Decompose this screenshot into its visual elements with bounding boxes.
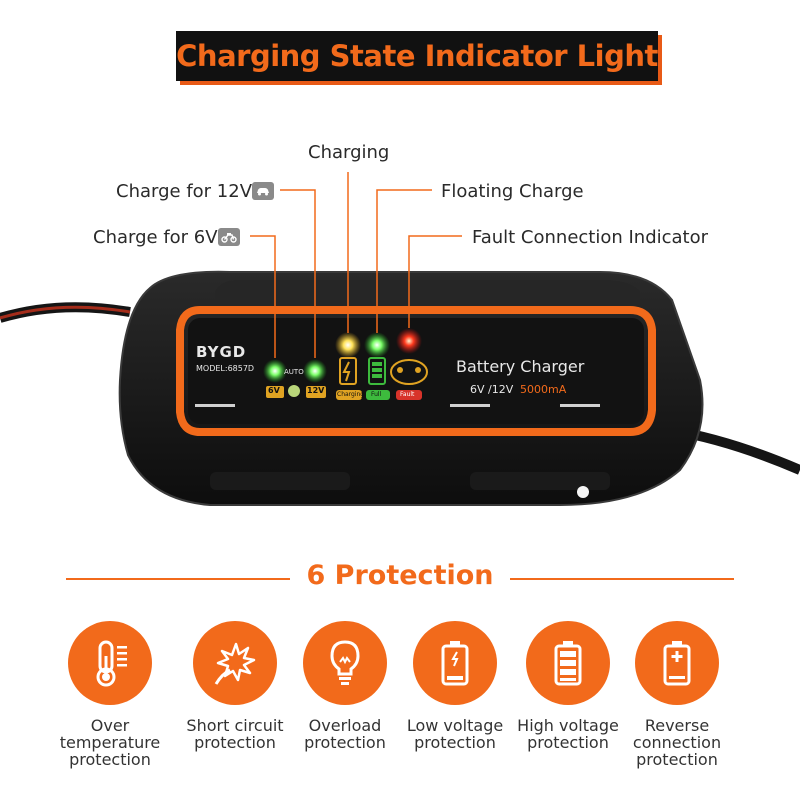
title-banner: Charging State Indicator Light	[176, 31, 658, 81]
voltage-rating: 6V /12V	[470, 383, 514, 396]
callout-charge-12v: Charge for 12V	[116, 181, 253, 202]
led-6v	[263, 359, 287, 383]
lightbulb-icon	[303, 621, 387, 705]
protection-item-short-circuit: Short circuit protection	[175, 621, 295, 751]
protection-item-reverse-connection: Reverse connection protection	[617, 621, 737, 768]
led-full	[364, 332, 390, 358]
battery-low-icon	[413, 621, 497, 705]
model-number: MODEL:6857D	[196, 364, 255, 373]
charger-illustration	[0, 172, 800, 506]
protection-label: Short circuit protection	[186, 716, 284, 752]
motorcycle-icon	[218, 228, 240, 246]
auto-label: AUTO	[284, 368, 304, 376]
protection-item-high-voltage: High voltage protection	[508, 621, 628, 751]
protection-label: Reverse connection protection	[632, 716, 722, 769]
battery-full-icon	[526, 621, 610, 705]
label-charging: Charging	[337, 391, 365, 398]
protection-label: Low voltage protection	[406, 716, 504, 752]
auto-mode-icon	[288, 385, 300, 397]
divider-left	[66, 578, 290, 580]
label-12v: 12V	[307, 386, 325, 395]
label-6v: 6V	[268, 386, 280, 395]
current-rating: 5000mA	[520, 383, 567, 396]
charging-battery-icon	[339, 357, 357, 385]
mounting-hole	[577, 486, 589, 498]
led-12v	[303, 359, 327, 383]
chip-6v	[266, 386, 284, 398]
orange-frame	[176, 306, 656, 436]
callout-floating-charge: Floating Charge	[441, 181, 584, 202]
callout-charge-6v: Charge for 6V	[93, 227, 218, 248]
protection-item-overload: Overload protection	[285, 621, 405, 751]
led-charging	[335, 332, 361, 358]
full-battery-icon	[368, 357, 386, 385]
protection-header: 6 Protection	[0, 560, 800, 596]
protection-item-low-voltage: Low voltage protection	[395, 621, 515, 751]
battery-plus-icon	[635, 621, 719, 705]
product-name: Battery Charger	[456, 357, 585, 376]
callout-charging: Charging	[308, 142, 390, 163]
banner-title: Charging State Indicator Light	[176, 39, 658, 73]
spark-icon	[193, 621, 277, 705]
fault-clamp-icon	[390, 359, 428, 385]
protection-title: 6 Protection	[306, 560, 494, 591]
protection-item-over-temperature: Over temperature protection	[50, 621, 170, 768]
car-icon	[252, 182, 274, 200]
label-full: Full	[371, 391, 382, 398]
divider-right	[510, 578, 734, 580]
callout-lines	[250, 172, 462, 358]
thermometer-icon	[68, 621, 152, 705]
protection-label: High voltage protection	[517, 716, 619, 752]
led-fault	[396, 328, 422, 354]
brand-logo: BYGD	[196, 343, 247, 361]
protection-label: Over temperature protection	[59, 716, 161, 769]
label-fault: Fault	[400, 391, 415, 398]
chip-12v	[306, 386, 326, 398]
protection-label: Overload protection	[304, 716, 386, 752]
callout-fault-indicator: Fault Connection Indicator	[472, 227, 709, 248]
